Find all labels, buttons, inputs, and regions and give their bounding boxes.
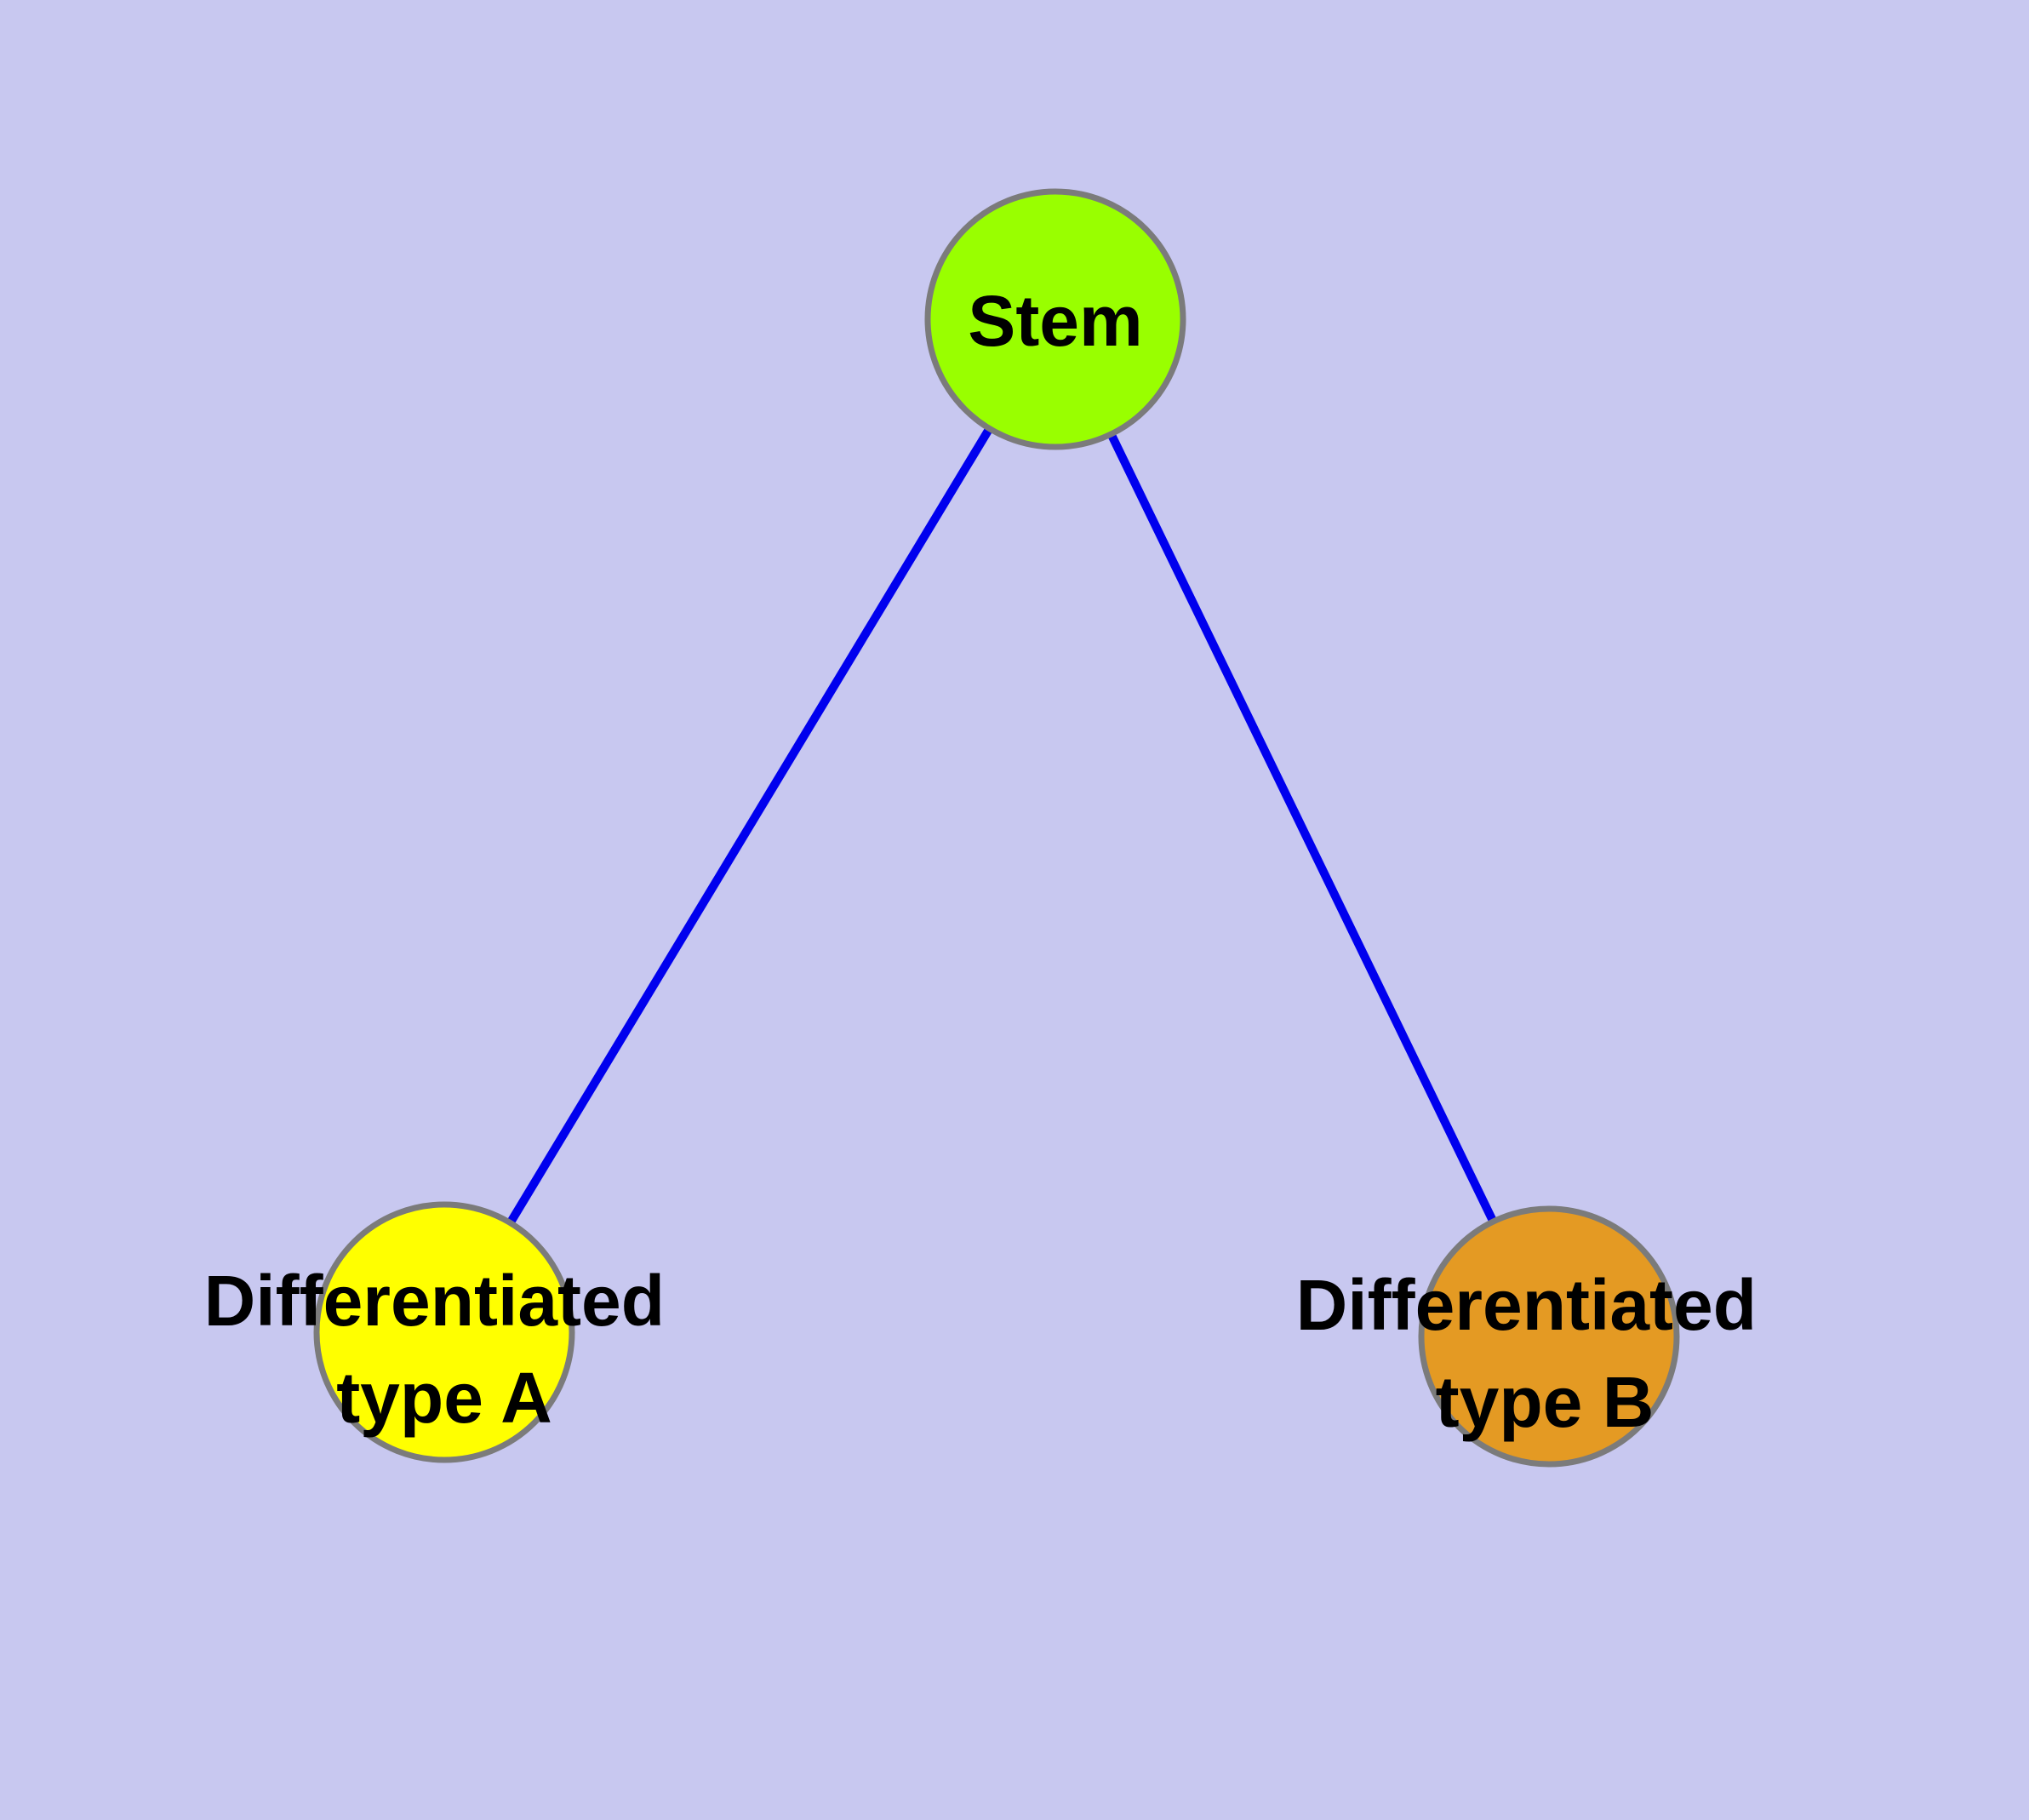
node-type-b-label-line1: Differentiated — [1296, 1265, 1757, 1345]
node-type-a-circle — [313, 1201, 575, 1463]
edge-stem-to-type-a — [440, 317, 1060, 1335]
node-type-a-label: Differentiated type A — [204, 1261, 685, 1438]
node-stem-label: Stem — [968, 281, 1142, 361]
node-type-b-label-line2: type B — [1436, 1362, 1655, 1442]
edge-stem-to-type-b — [1051, 317, 1553, 1339]
node-stem-circle — [924, 188, 1186, 450]
node-type-a-label-line2: type A — [336, 1358, 552, 1438]
node-type-b-label: Differentiated type B — [1296, 1265, 1777, 1442]
node-type-b-circle — [1418, 1205, 1680, 1468]
node-type-a-label-line1: Differentiated — [204, 1261, 665, 1341]
